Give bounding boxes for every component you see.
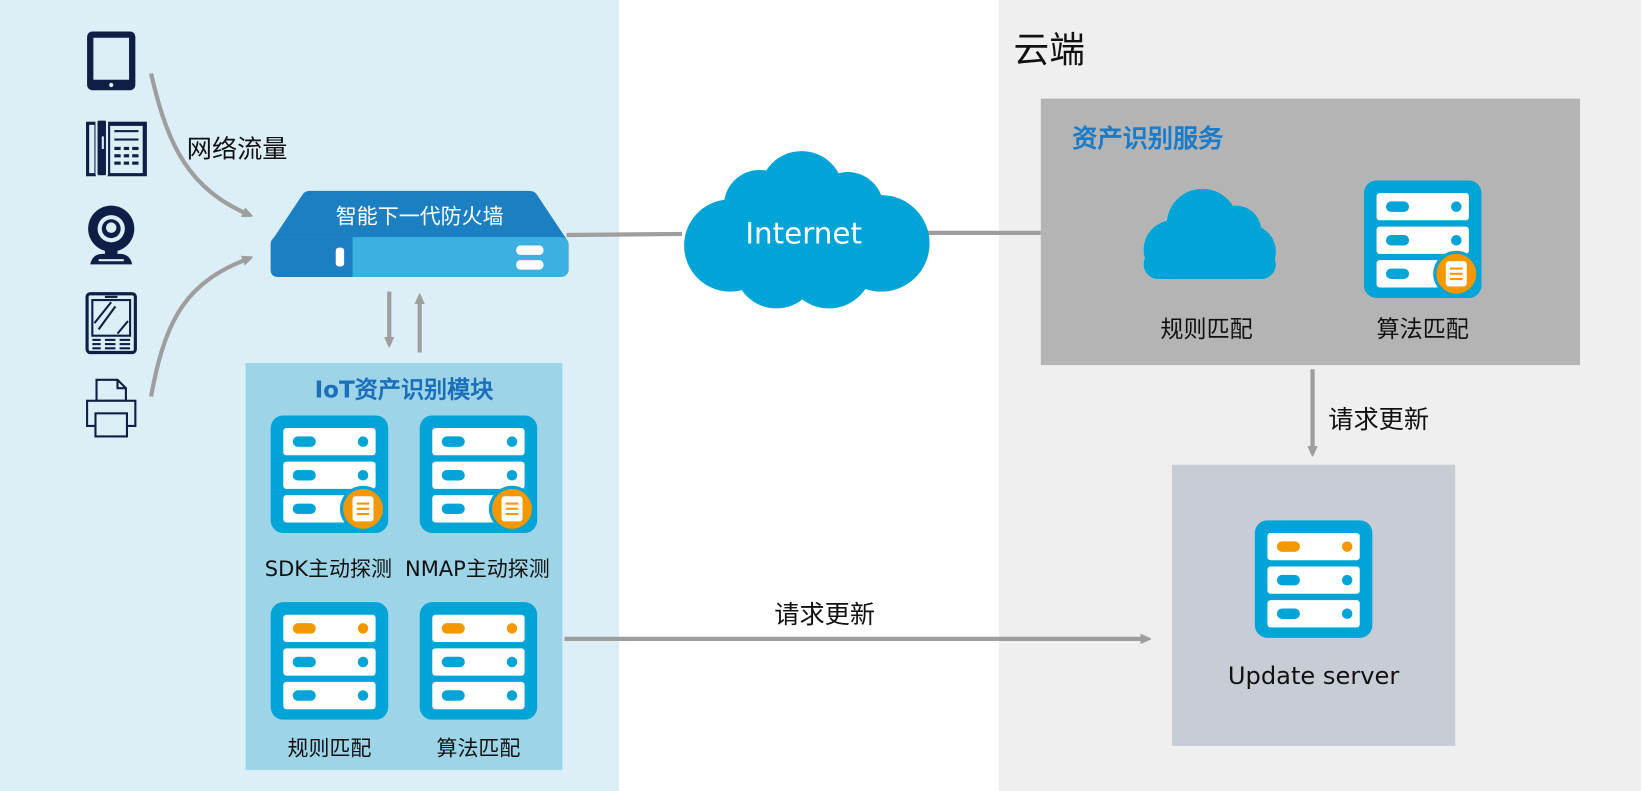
local-rule-match-label: 规则匹配 <box>287 735 372 761</box>
webcam-icon <box>88 205 135 265</box>
local-algorithm-match-server-icon <box>419 602 538 720</box>
sdk-probe-server-icon <box>270 415 389 533</box>
iot-module-title: IoT资产识别模块 <box>314 377 494 404</box>
sdk-probe-label: SDK主动探测 <box>264 556 392 582</box>
firewall-node[interactable]: 智能下一代防火墙 <box>269 189 571 279</box>
cloud-rule-match-label: 规则匹配 <box>1160 316 1253 344</box>
local-algorithm-match-label: 算法匹配 <box>436 735 521 761</box>
update-server-label: Update server <box>1227 663 1400 691</box>
printer-icon <box>86 378 137 438</box>
nmap-probe-server-icon <box>419 415 538 533</box>
network-traffic-label: 网络流量 <box>186 134 288 164</box>
traffic-arrow-bottom <box>149 258 250 397</box>
internet-node[interactable]: Internet <box>671 147 935 311</box>
cloud-algorithm-match-server-icon <box>1363 180 1482 298</box>
cloud-icon <box>1143 188 1276 280</box>
ip-phone-icon <box>86 118 147 178</box>
asset-identification-service <box>1040 98 1581 366</box>
nmap-probe-label: NMAP主动探测 <box>405 556 550 582</box>
firewall-label: 智能下一代防火墙 <box>335 203 504 229</box>
traffic-arrow-top <box>149 72 250 217</box>
cloud-zone-title: 云端 <box>1013 29 1085 72</box>
tablet-icon <box>87 31 136 91</box>
request-update-label-vertical: 请求更新 <box>1328 404 1430 435</box>
e-reader-icon <box>85 292 137 355</box>
local-rule-match-server-icon <box>270 602 389 720</box>
internet-cloud-icon <box>684 151 930 309</box>
cloud-algorithm-match-label: 算法匹配 <box>1376 316 1469 344</box>
firewall-internet-link <box>566 231 682 238</box>
internet-label: Internet <box>745 216 863 251</box>
firewall-icon <box>270 190 569 277</box>
request-update-label-horizontal: 请求更新 <box>774 600 876 630</box>
asset-service-title: 资产识别服务 <box>1072 123 1224 154</box>
update-server-icon <box>1254 520 1373 638</box>
